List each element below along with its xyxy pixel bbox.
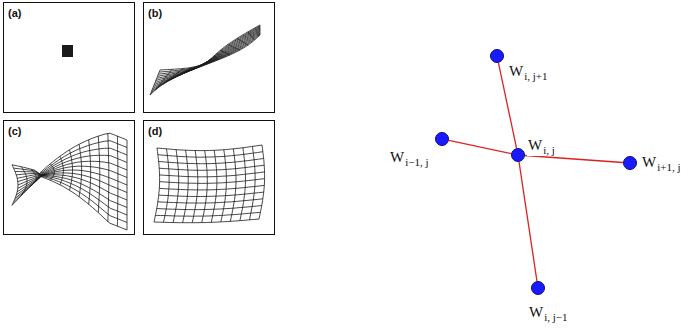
panel-label: (c)	[8, 125, 21, 137]
mesh-line	[155, 30, 260, 83]
weight-symbol: W	[509, 63, 523, 79]
weight-label: Wi, j−1	[528, 304, 569, 323]
mesh-group	[12, 25, 265, 230]
mesh-line	[159, 159, 264, 164]
mesh-line	[159, 185, 264, 190]
mesh-line	[158, 152, 263, 158]
map-panel: (a)	[3, 2, 135, 113]
weight-symbol: W	[642, 154, 656, 170]
mesh-line	[160, 179, 265, 184]
mesh-line	[160, 172, 265, 177]
mesh-line	[159, 165, 264, 170]
weight-index: i−1, j	[405, 156, 428, 168]
mesh-line	[157, 145, 262, 151]
weight-symbol: W	[528, 137, 542, 153]
mesh-line	[14, 168, 127, 222]
mesh-line	[160, 25, 260, 70]
mesh-line	[250, 146, 256, 219]
mesh-line	[12, 165, 18, 206]
mesh-line	[183, 150, 189, 223]
weight-index: i+1, j	[657, 161, 680, 173]
mesh-line	[158, 199, 263, 203]
weight-node: Wi, j−1	[531, 281, 545, 295]
map-panel: (c)	[3, 120, 135, 235]
weight-label: Wi, j	[527, 137, 556, 156]
mesh-line	[192, 151, 198, 223]
collapsed-grid	[62, 45, 73, 57]
mesh-line	[230, 149, 236, 222]
mesh-line	[164, 149, 170, 222]
mesh-line	[157, 206, 262, 210]
mesh-line	[17, 174, 127, 200]
weight-symbol: W	[390, 149, 404, 165]
panel-label: (b)	[148, 7, 162, 19]
mesh-line	[159, 192, 264, 196]
mesh-line	[221, 150, 227, 222]
mesh-line	[211, 150, 217, 222]
neighbour-link	[525, 155, 623, 162]
mesh-line	[202, 151, 208, 223]
mesh-line	[240, 148, 246, 221]
panel-label: (a)	[8, 7, 21, 19]
mesh-line	[15, 172, 127, 216]
weight-node: Wi+1, j	[623, 156, 637, 170]
mesh-line	[173, 150, 179, 223]
weight-label: Wi+1, j	[641, 154, 682, 173]
weight-index: i, j+1	[524, 70, 547, 82]
mesh-line	[14, 141, 127, 202]
weight-node: Wi, j	[511, 148, 525, 162]
weight-index: i, j−1	[544, 311, 567, 323]
weight-node: Wi, j+1	[490, 49, 504, 63]
mesh-line	[155, 212, 260, 216]
mesh-line	[12, 165, 127, 230]
weight-label: Wi−1, j	[389, 149, 430, 168]
neighbour-link	[519, 162, 537, 281]
neighbour-link	[449, 140, 511, 153]
mesh-line	[154, 219, 259, 223]
mesh-line	[154, 148, 160, 222]
mesh-line	[18, 173, 127, 193]
mesh-line	[18, 166, 127, 188]
map-panel: (b)	[143, 2, 275, 113]
panel-label: (d)	[148, 125, 162, 137]
map-panel: (d)	[143, 120, 275, 235]
weight-label: Wi, j+1	[508, 63, 549, 82]
weight-symbol: W	[529, 304, 543, 320]
mesh-line	[259, 145, 265, 219]
weight-index: i, j	[543, 144, 555, 156]
weight-node: Wi−1, j	[435, 132, 449, 146]
mesh-line	[159, 26, 260, 72]
mesh-line	[12, 133, 127, 205]
mesh-line	[150, 35, 260, 95]
mesh-line	[16, 173, 127, 207]
